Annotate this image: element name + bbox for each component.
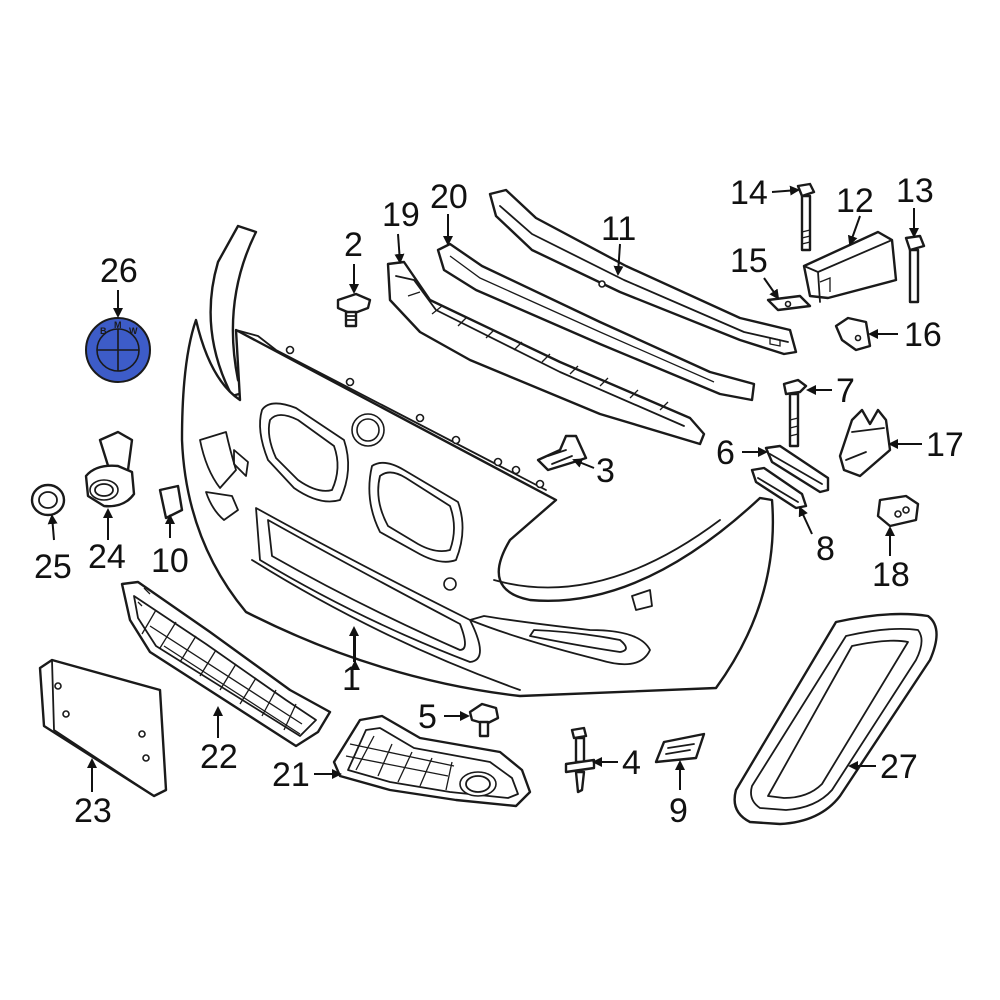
callout-9: 9: [669, 792, 688, 830]
callout-labels: 1 2 3 4 5 6 7 8 9 10 11 12 13 14 15 16 1…: [34, 172, 964, 830]
callout-26: 26: [100, 252, 138, 290]
screw-part-5[interactable]: [468, 702, 500, 738]
parking-sensor-part[interactable]: [84, 430, 136, 508]
callout-22: 22: [200, 738, 238, 776]
push-pin-part-4[interactable]: [564, 726, 596, 794]
callout-13: 13: [896, 172, 934, 210]
callout-24: 24: [88, 538, 126, 576]
callout-4: 4: [622, 744, 641, 782]
side-bracket-part-6[interactable]: [764, 444, 830, 494]
crash-box-part[interactable]: [802, 230, 898, 303]
callout-17: 17: [926, 426, 964, 464]
bolt-part-14[interactable]: [796, 182, 816, 252]
callout-15: 15: [730, 242, 768, 280]
leader-lines: [47, 185, 922, 792]
lower-grille-part[interactable]: [120, 580, 332, 748]
callout-25: 25: [34, 548, 72, 586]
bolt-part-7[interactable]: [782, 378, 808, 448]
callout-10: 10: [151, 542, 189, 580]
callout-18: 18: [872, 556, 910, 594]
energy-absorber-part[interactable]: [386, 260, 706, 446]
callout-5: 5: [418, 698, 437, 736]
callout-3: 3: [596, 452, 615, 490]
emblem-letter-m: M: [114, 320, 122, 330]
plate-part-15[interactable]: [766, 294, 812, 312]
callout-20: 20: [430, 178, 468, 216]
bumper-cover-part[interactable]: [180, 224, 775, 698]
cover-cap-part-9[interactable]: [654, 732, 706, 764]
reinforcement-bar-part[interactable]: [488, 188, 798, 356]
callout-14: 14: [730, 174, 768, 212]
callout-16: 16: [904, 316, 942, 354]
side-bracket-part-8[interactable]: [750, 466, 808, 510]
callout-23: 23: [74, 792, 112, 830]
bolt-part-13[interactable]: [904, 234, 926, 304]
callout-6: 6: [716, 434, 735, 472]
side-trim-part[interactable]: [733, 612, 938, 826]
callout-1: 1: [342, 660, 361, 698]
bracket-part-3[interactable]: [536, 434, 588, 472]
sensor-ring-part[interactable]: [30, 483, 66, 517]
callout-7: 7: [836, 372, 855, 410]
emblem-letter-w: W: [129, 326, 138, 336]
callout-11: 11: [601, 210, 636, 248]
emblem-part[interactable]: B M W: [85, 317, 151, 383]
screw-part-2[interactable]: [336, 292, 372, 328]
bracket-part-17[interactable]: [838, 408, 892, 478]
callout-12: 12: [836, 182, 874, 220]
clip-part-16[interactable]: [834, 316, 872, 352]
license-plate-bracket-part[interactable]: [38, 658, 168, 798]
callout-21: 21: [272, 756, 310, 794]
callout-8: 8: [816, 530, 835, 568]
callout-19: 19: [382, 196, 420, 234]
fog-grille-part[interactable]: [332, 714, 532, 808]
cap-part-10[interactable]: [158, 484, 184, 520]
emblem-letter-b: B: [100, 326, 107, 336]
upper-absorber-strip-part[interactable]: [436, 242, 756, 402]
sensor-part-18[interactable]: [876, 494, 920, 528]
callout-2: 2: [344, 226, 363, 264]
callout-27: 27: [880, 748, 918, 786]
